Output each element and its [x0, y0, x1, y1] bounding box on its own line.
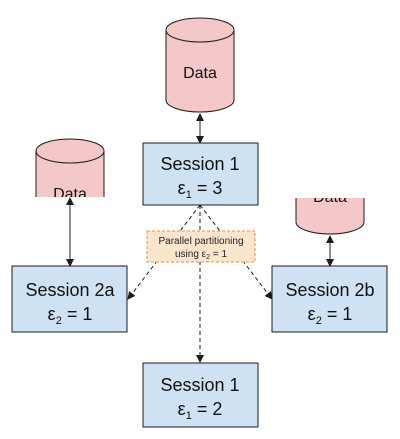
database-left-body — [35, 151, 105, 197]
database-left: Data — [35, 138, 105, 203]
partition-note-line2: using ε2 = 1 — [175, 249, 227, 261]
database-top-label: Data — [183, 65, 217, 82]
session-bottom-title: Session 1 — [160, 375, 239, 395]
database-left-cap — [35, 138, 105, 164]
session-2a-epsilon: ε2 = 1 — [48, 304, 93, 327]
database-right-label: Data — [313, 189, 347, 206]
database-top: Data — [165, 17, 235, 113]
session-bottom-epsilon: ε1 = 2 — [178, 399, 223, 422]
session-box-2a: Session 2a ε2 = 1 — [11, 265, 128, 333]
session-top-epsilon: ε1 = 3 — [178, 178, 223, 201]
database-right: Data — [295, 189, 365, 235]
session-top-title: Session 1 — [160, 154, 239, 174]
database-top-cap — [165, 17, 235, 43]
session-2b-epsilon: ε2 = 1 — [308, 304, 353, 327]
session-box-2b: Session 2b ε2 = 1 — [271, 265, 388, 333]
database-left-label: Data — [53, 186, 87, 203]
database-right-body — [295, 198, 365, 235]
session-box-bottom: Session 1 ε1 = 2 — [142, 362, 259, 428]
partition-note-line1: Parallel partitioning — [158, 236, 243, 247]
partition-note: Parallel partitioning using ε2 = 1 — [146, 230, 256, 263]
session-2b-title: Session 2b — [285, 280, 374, 300]
database-top-body — [165, 30, 235, 113]
session-2a-title: Session 2a — [25, 280, 115, 300]
session-box-top: Session 1 ε1 = 3 — [142, 142, 259, 206]
